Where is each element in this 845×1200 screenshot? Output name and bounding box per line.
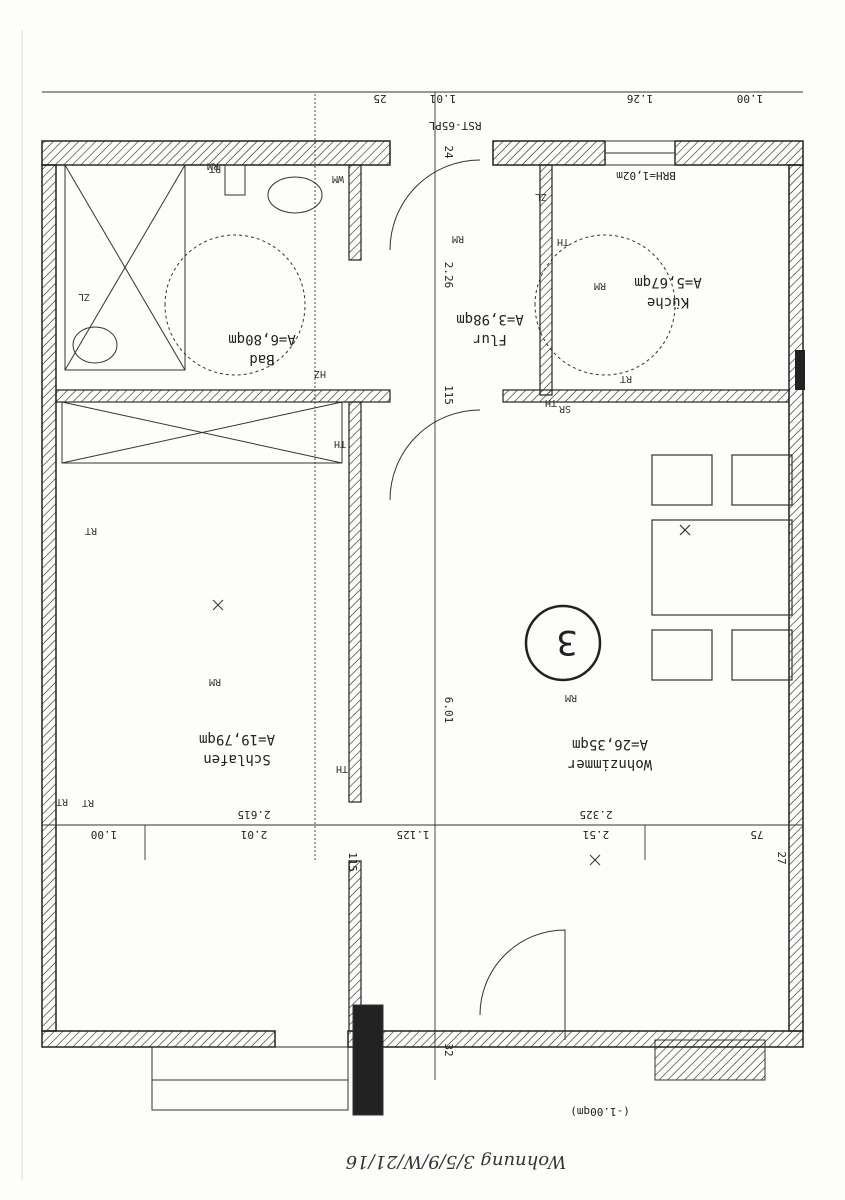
dim-top-1: 25	[373, 92, 386, 105]
symbol-zl-2: ZL	[535, 191, 547, 202]
symbol-zl-1: ZL	[78, 291, 90, 302]
room-area-bad: A=6,80qm	[228, 331, 295, 347]
symbol-th-4: TH	[334, 438, 346, 449]
symbol-th-2: TH	[557, 236, 569, 247]
bath-fixtures	[64, 164, 676, 376]
dim-mid-lower-1: 1.00	[91, 828, 118, 841]
dim-top-4: 1.00	[737, 92, 764, 105]
dim-vert-1: 24	[442, 145, 455, 159]
centre-marks	[212, 599, 601, 866]
dim-vert-6: 32	[442, 1043, 455, 1056]
symbol-rm-3: RM	[209, 676, 221, 687]
dim-mid-upper-2: 2.325	[579, 808, 612, 821]
room-area-flur: A=3,98qm	[456, 311, 523, 327]
room-area-schlafen: A=19,79qm	[199, 731, 275, 747]
symbol-th-1: TH	[336, 763, 348, 774]
room-labels: Bad A=6,80qm Flur A=3,98qm Küche A=5,67q…	[199, 274, 702, 772]
footer-label-group: Wohnung 3/5/9/W/21/16	[346, 1151, 567, 1172]
dim-vert-7: 27	[775, 851, 788, 864]
room-name-flur: Flur	[473, 331, 507, 347]
plan-notes: RST-65PL BRH=1,02m (-1.00qm)	[428, 119, 676, 1118]
dim-top-2: 1.01	[430, 92, 457, 105]
handwritten-apartment-label: Wohnung 3/5/9/W/21/16	[346, 1151, 567, 1172]
door-swings	[389, 159, 566, 1040]
dim-vert-4: 6.01	[442, 697, 455, 724]
dim-mid-lower-5: 75	[750, 828, 763, 841]
room-area-wohnzimmer: A=26,35qm	[572, 736, 648, 752]
dim-mid-lower-3: 1.125	[396, 828, 429, 841]
symbol-wm: WM	[332, 173, 344, 184]
apartment-marker-circle	[524, 604, 602, 682]
symbol-rm-5: RM	[207, 160, 219, 171]
symbol-rm-2: RM	[594, 280, 606, 291]
symbol-labels: RM RM RM RM RM RT RT RT RT RT TH TH TH T…	[56, 160, 632, 808]
room-name-kueche: Küche	[647, 294, 689, 310]
dim-vert-2: 2.26	[442, 262, 455, 289]
dim-top-3: 1.26	[627, 92, 654, 105]
plan-rotated-group	[41, 91, 805, 1116]
note-brh: BRH=1,02m	[616, 169, 676, 182]
symbol-th-3: TH	[545, 397, 557, 408]
dim-vert-3: 115	[442, 385, 455, 405]
symbol-rt-3: RT	[620, 373, 632, 384]
symbol-rm-1: RM	[452, 233, 464, 244]
room-area-kueche: A=5,67qm	[634, 274, 701, 290]
symbol-rt-1: RT	[85, 525, 97, 536]
apartment-marker-number: 3	[556, 622, 578, 662]
symbol-rm-4: RM	[565, 692, 577, 703]
bedroom-wardrobe	[61, 401, 343, 464]
room-name-bad: Bad	[249, 351, 274, 367]
dimension-lines	[42, 91, 803, 1080]
dim-mid-lower-4: 2.51	[583, 828, 610, 841]
dim-mid-lower-2: 2.01	[241, 828, 268, 841]
walls	[41, 140, 805, 1048]
symbol-rt-2: RT	[82, 797, 94, 808]
symbol-rt-4: RT	[209, 163, 221, 174]
symbol-sr: SR	[558, 403, 571, 414]
dimension-labels: 25 1.01 1.26 1.00 2.615 2.325 1.00 2.01 …	[91, 92, 788, 1057]
dim-mid-upper-1: 2.615	[237, 808, 270, 821]
dim-vert-5: 115	[346, 852, 359, 872]
symbol-rt-5: RT	[56, 796, 68, 807]
windows	[151, 140, 766, 1116]
note-rst: RST-65PL	[428, 119, 481, 132]
room-name-wohnzimmer: Wohnzimmer	[568, 756, 652, 772]
living-furniture	[651, 454, 793, 681]
note-window-bottom: (-1.00qm)	[570, 1105, 630, 1118]
room-name-schlafen: Schlafen	[203, 751, 270, 767]
symbol-hz: HZ	[314, 368, 326, 379]
